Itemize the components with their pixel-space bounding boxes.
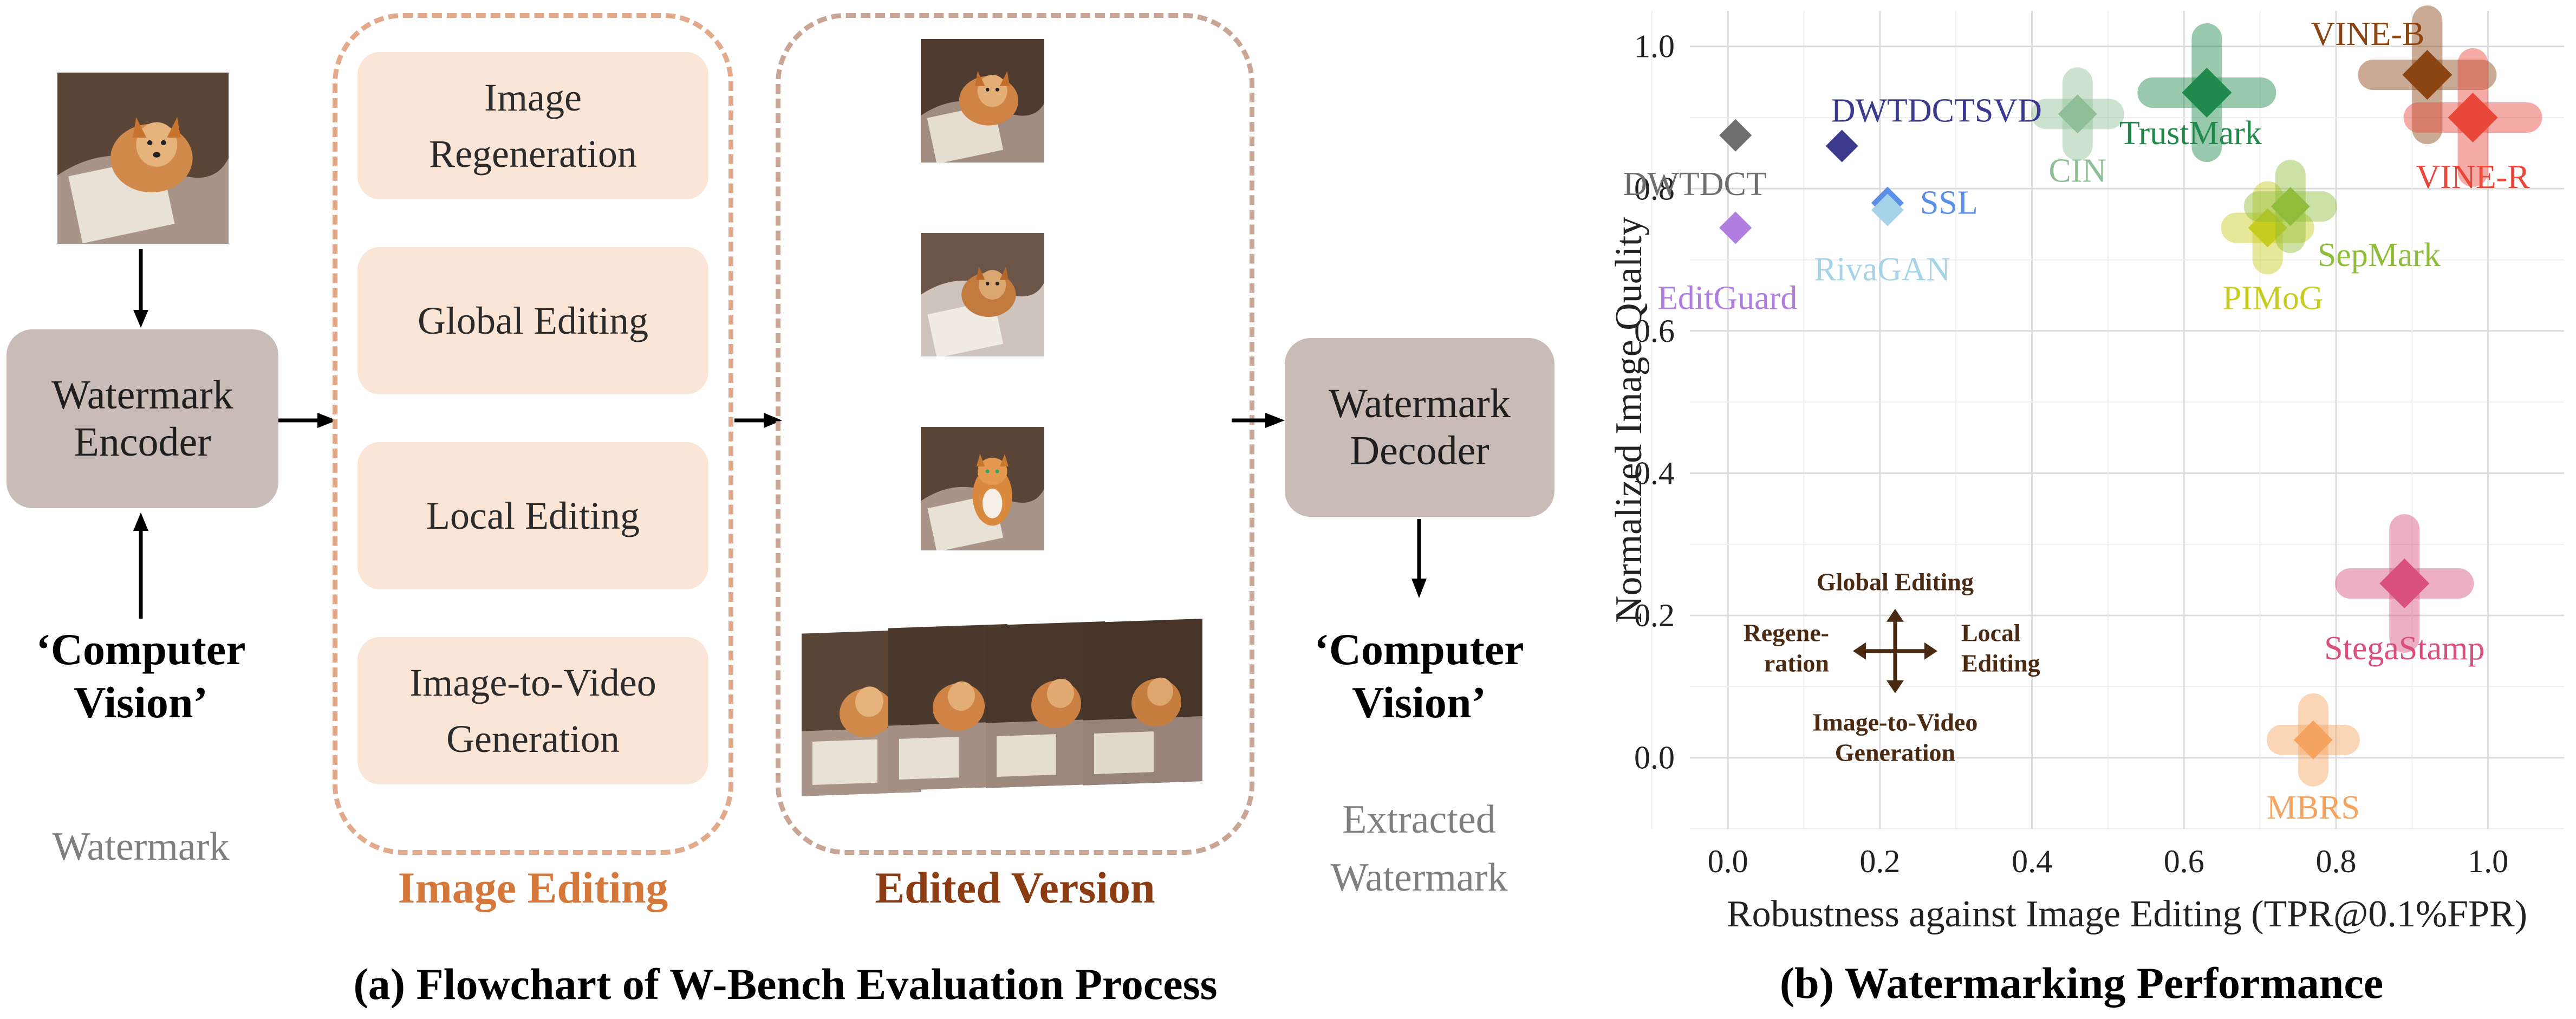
x-tick-label: 0.2 [1859,843,1900,879]
watermark-decoder: Watermark Decoder [1285,338,1554,517]
diamond-marker [2402,50,2453,100]
arrow-right-icon [1924,642,1937,660]
output-watermark-text: ‘Computer Vision’ [1314,625,1524,728]
x-tick-label: 0.0 [1708,843,1748,879]
point-label: StegaStamp [2324,630,2484,667]
x-tick-label: 0.8 [2315,843,2356,879]
compass-global-editing: Global Editing [1817,568,1974,596]
compass-regeneration: Regene-ration [1744,619,1829,677]
y-tick-label: 0.8 [1634,171,1675,206]
y-tick-label: 1.0 [1634,29,1675,64]
arrow-editing-to-edited [734,413,782,428]
image-editing-group [333,13,733,855]
diamond-marker [2448,92,2498,142]
input-watermark-text: ‘Computer Vision’ [36,625,246,728]
diamond-marker [2293,720,2333,760]
diamond-marker [1825,129,1858,163]
y-axis-label: Normalized Image Quality [1608,217,1650,623]
y-tick-label: 0.6 [1634,313,1675,349]
point-label: TrustMark [2119,115,2262,152]
point-vine-b [2358,5,2497,145]
diamond-marker [2271,187,2310,226]
edited-version-label: Edited Version [875,863,1155,912]
op-local-editing: Local Editing [357,442,708,589]
point-trustmark [2137,23,2276,162]
point-label: EditGuard [1657,280,1797,316]
point-label: SepMark [2318,237,2441,274]
diamond-marker [1719,119,1752,152]
point-dwtdct [1719,119,1752,152]
diamond-marker [2379,559,2430,608]
y-tick-label: 0.0 [1634,740,1675,776]
point-label: DWTDCT [1623,166,1767,203]
point-vine-r [2403,48,2542,187]
point-cin [2031,67,2124,161]
arrow-left-icon [1852,642,1866,660]
point-label: DWTDCTSVD [1831,92,2042,129]
image-editing-label: Image Editing [398,863,668,912]
diamond-marker [1719,211,1752,244]
diamond-marker [1871,193,1904,226]
arrow-encoder-to-editing [278,413,337,428]
input-watermark-caption: Watermark [52,825,230,869]
chart-svg: 0.0 0.2 0.4 0.6 0.8 1.0 0.0 0.2 0.4 0.6 0.8 1.0 DWT… [1608,5,2564,1008]
y-tick-label: 0.4 [1634,455,1675,491]
point-label: SSL [1920,185,1978,222]
output-watermark-caption: Extracted Watermark [1330,797,1508,900]
edited-version-group [776,13,1254,855]
diamond-marker [2248,208,2287,248]
arrow-down-icon [1886,680,1904,693]
x-axis-label: Robustness against Image Editing (TPR@0.… [1727,893,2527,935]
watermark-encoder: Watermark Encoder [6,329,278,508]
point-label: VINE-B [2311,16,2424,53]
point-label: RivaGAN [1814,251,1950,288]
point-editguard [1719,211,1752,244]
op-image-to-video: Image-to-Video Generation [357,637,708,784]
flowchart: Watermark Encoder ‘Computer Vision’ Wate… [6,13,1554,1009]
point-label: CIN [2048,152,2106,189]
arrow-edited-to-decoder [1232,413,1285,428]
edited-image-global [921,233,1044,356]
point-rivagan [1871,193,1904,226]
point-dwtdctsvd [1825,129,1858,163]
x-tick-label: 0.4 [2012,843,2052,879]
x-tick-label: 0.6 [2164,843,2204,879]
point-sepmark [2243,160,2337,254]
op-image-regeneration: Image Regeneration [357,52,708,199]
flowchart-caption: (a) Flowchart of W-Bench Evaluation Proc… [353,959,1218,1009]
point-label: PIMoG [2223,280,2324,316]
edited-video-frames [796,612,1240,807]
arrow-text-to-encoder [133,512,148,619]
edited-image-local [921,427,1044,550]
performance-chart: 0.0 0.2 0.4 0.6 0.8 1.0 0.0 0.2 0.4 0.6 0.8 1.0 DWT… [1587,0,2576,1019]
point-label: MBRS [2267,789,2360,826]
compass-arrows [1852,608,1937,693]
input-image [57,73,229,244]
x-tick-label: 1.0 [2468,843,2508,879]
point-stegastamp [2335,514,2474,653]
y-tick-label: 0.2 [1634,598,1675,633]
arrow-image-to-encoder [133,249,148,328]
diamond-marker [2182,68,2232,118]
edited-image-regeneration [921,39,1044,163]
arrow-decoder-to-output [1411,519,1427,598]
point-mbrs [2266,693,2360,787]
arrow-up-icon [1886,608,1904,622]
diamond-marker [2058,94,2097,134]
point-label: VINE-R [2416,159,2531,196]
op-global-editing: Global Editing [357,247,708,394]
chart-caption: (b) Watermarking Performance [1780,958,2383,1008]
point-pimog [2221,181,2314,275]
